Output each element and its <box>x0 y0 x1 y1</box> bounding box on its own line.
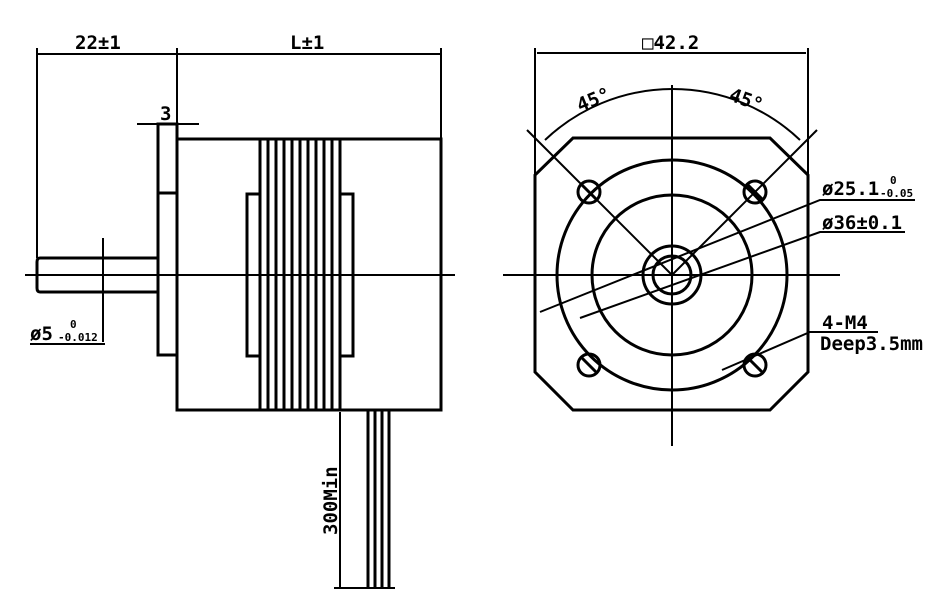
mounting-hole <box>742 352 768 378</box>
hole-depth-label: Deep3.5mm <box>820 333 923 355</box>
mounting-holes <box>576 179 768 378</box>
shaft <box>35 256 158 294</box>
mounting-hole <box>576 352 602 378</box>
square-size-label: □42.2 <box>642 32 699 54</box>
bolt-circle <box>555 158 789 392</box>
front-view: □42.2 45° 45° ø25.1 0 -0.05 ø36±0.1 4-M4… <box>503 32 923 446</box>
tol-lower: -0.012 <box>58 331 98 344</box>
side-view: 22±1 L±1 3 ø5 0 -0.012 300Min <box>25 32 455 589</box>
flange-thickness-label: 3 <box>160 103 171 125</box>
shaft-length-label: 22±1 <box>75 32 121 54</box>
lead-length-label: 300Min <box>320 466 342 535</box>
flange-outline <box>533 136 810 412</box>
shaft-circle <box>651 254 693 296</box>
pilot-diameter-label: ø25.1 <box>822 178 879 200</box>
shaft-diameter-label: ø5 <box>30 323 53 345</box>
angle-arc <box>544 88 801 141</box>
laminations <box>258 139 342 410</box>
pilot-tol-lower: -0.05 <box>880 187 913 200</box>
tol-upper: 0 <box>70 318 77 331</box>
mounting-hole <box>742 179 768 205</box>
body-length-label: L±1 <box>290 32 324 54</box>
angle-left-label: 45° <box>574 83 614 116</box>
angle-right-label: 45° <box>726 84 766 116</box>
flange <box>156 122 179 357</box>
pilot-circle <box>590 193 754 357</box>
holes-label: 4-M4 <box>822 312 868 334</box>
pilot-tol-upper: 0 <box>890 174 897 187</box>
mounting-hole <box>576 179 602 205</box>
lead-wires <box>366 410 391 588</box>
bolt-circle-label: ø36±0.1 <box>822 212 902 234</box>
